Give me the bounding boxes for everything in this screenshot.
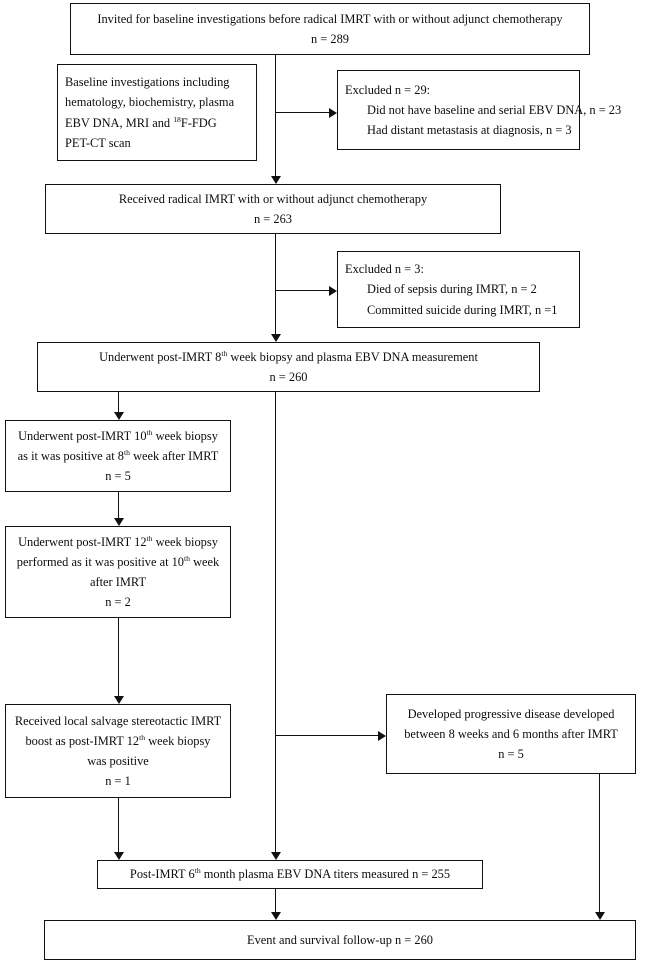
node-week12-line3: after IMRT bbox=[89, 575, 147, 589]
ordinal-superscript: th bbox=[124, 447, 130, 457]
node-excluded29-heading: Excluded n = 29: bbox=[345, 82, 431, 97]
node-week12-biopsy: Underwent post-IMRT 12th week biopsy per… bbox=[5, 526, 231, 618]
arrowhead-main-spine-to-month6 bbox=[270, 852, 281, 860]
node-week12-line2: performed as it was positive at 10th wee… bbox=[16, 553, 220, 569]
arrowhead-invited-to-received bbox=[270, 176, 281, 184]
node-baseline-line3: EBV DNA, MRI and 18F-FDG bbox=[65, 114, 217, 130]
connector-invited-to-received bbox=[275, 55, 276, 183]
node-excluded3-reason-1: Died of sepsis during IMRT, n = 2 bbox=[367, 282, 537, 297]
node-salvage-line1: Received local salvage stereotactic IMRT bbox=[14, 713, 222, 728]
node-salvage-line2: boost as post-IMRT 12th week biopsy bbox=[25, 732, 211, 748]
connector-baseline-to-excluded29 bbox=[275, 112, 329, 113]
node-excluded3-reason-2: Committed suicide during IMRT, n =1 bbox=[367, 302, 558, 317]
node-progressive-disease: Developed progressive disease developed … bbox=[386, 694, 636, 774]
arrowhead-received-to-week8 bbox=[270, 334, 281, 342]
node-week10-biopsy: Underwent post-IMRT 10th week biopsy as … bbox=[5, 420, 231, 492]
node-month6-line1: Post-IMRT 6th month plasma EBV DNA titer… bbox=[129, 866, 451, 882]
node-week8-line1: Underwent post-IMRT 8th week biopsy and … bbox=[99, 348, 478, 364]
connector-salvage-to-month6 bbox=[118, 798, 119, 854]
node-salvage-boost: Received local salvage stereotactic IMRT… bbox=[5, 704, 231, 798]
node-week10-line2: as it was positive at 8th week after IMR… bbox=[17, 447, 219, 463]
node-received-imrt-count: n = 263 bbox=[254, 212, 292, 226]
node-week8-biopsy: Underwent post-IMRT 8th week biopsy and … bbox=[37, 342, 540, 392]
node-week8-count: n = 260 bbox=[269, 370, 308, 384]
ordinal-superscript: th bbox=[184, 553, 190, 563]
node-followup-line1: Event and survival follow-up n = 260 bbox=[247, 932, 433, 947]
arrowhead-month6-to-followup bbox=[270, 912, 281, 920]
node-week12-count: n = 2 bbox=[105, 595, 131, 610]
node-excluded-3: Excluded n = 3: Died of sepsis during IM… bbox=[337, 251, 580, 328]
connector-week8-to-week10 bbox=[118, 392, 119, 418]
node-salvage-count: n = 1 bbox=[105, 774, 131, 789]
connector-received-to-excluded3 bbox=[275, 290, 329, 291]
ordinal-superscript: th bbox=[221, 348, 228, 358]
node-baseline-investigations: Baseline investigations including hemato… bbox=[57, 64, 257, 161]
ordinal-superscript: th bbox=[146, 427, 153, 437]
arrowhead-week10-to-week12 bbox=[113, 518, 124, 526]
connector-week10-to-week12 bbox=[118, 492, 119, 524]
node-invited-count: n = 289 bbox=[311, 32, 349, 46]
arrowhead-spine-to-progressive bbox=[378, 730, 386, 741]
isotope-superscript: 18 bbox=[173, 114, 181, 124]
node-progressive-count: n = 5 bbox=[498, 747, 524, 762]
ordinal-superscript: th bbox=[146, 533, 153, 543]
node-month6-titers: Post-IMRT 6th month plasma EBV DNA titer… bbox=[97, 860, 483, 889]
node-baseline-line4: PET-CT scan bbox=[65, 135, 131, 150]
connector-week12-to-salvage bbox=[118, 618, 119, 702]
node-excluded29-reason-1: Did not have baseline and serial EBV DNA… bbox=[367, 102, 622, 117]
connector-received-to-week8 bbox=[275, 234, 276, 340]
arrowhead-baseline-to-excluded29 bbox=[329, 107, 337, 118]
node-received-imrt: Received radical IMRT with or without ad… bbox=[45, 184, 501, 234]
node-invited: Invited for baseline investigations befo… bbox=[70, 3, 590, 55]
connector-month6-to-followup bbox=[275, 889, 276, 918]
arrowhead-progressive-to-followup bbox=[594, 912, 605, 920]
ordinal-superscript: th bbox=[194, 866, 201, 876]
node-excluded3-heading: Excluded n = 3: bbox=[345, 262, 424, 277]
node-salvage-line3: was positive bbox=[87, 754, 149, 768]
node-week12-line1: Underwent post-IMRT 12th week biopsy bbox=[18, 533, 218, 549]
node-progressive-line1: Developed progressive disease developed bbox=[407, 706, 615, 721]
node-progressive-line2: between 8 weeks and 6 months after IMRT bbox=[404, 726, 618, 741]
node-baseline-line2: hematology, biochemistry, plasma bbox=[65, 95, 235, 110]
connector-week8-main-spine bbox=[275, 392, 276, 858]
arrowhead-week12-to-salvage bbox=[113, 696, 124, 704]
ordinal-superscript: th bbox=[139, 732, 146, 742]
arrowhead-received-to-excluded3 bbox=[329, 285, 337, 296]
node-week10-count: n = 5 bbox=[105, 469, 131, 484]
node-received-imrt-line1: Received radical IMRT with or without ad… bbox=[118, 191, 428, 206]
node-invited-line1: Invited for baseline investigations befo… bbox=[97, 11, 563, 26]
node-event-survival-followup: Event and survival follow-up n = 260 bbox=[44, 920, 636, 960]
connector-spine-to-progressive bbox=[275, 735, 378, 736]
arrowhead-week8-to-week10 bbox=[113, 412, 124, 420]
node-week10-line1: Underwent post-IMRT 10th week biopsy bbox=[18, 427, 218, 443]
arrowhead-salvage-to-month6 bbox=[113, 852, 124, 860]
node-excluded-29: Excluded n = 29: Did not have baseline a… bbox=[337, 70, 622, 150]
node-baseline-line1: Baseline investigations including bbox=[65, 75, 230, 90]
connector-progressive-to-followup bbox=[599, 774, 600, 918]
node-excluded29-reason-2: Had distant metastasis at diagnosis, n =… bbox=[367, 123, 572, 138]
